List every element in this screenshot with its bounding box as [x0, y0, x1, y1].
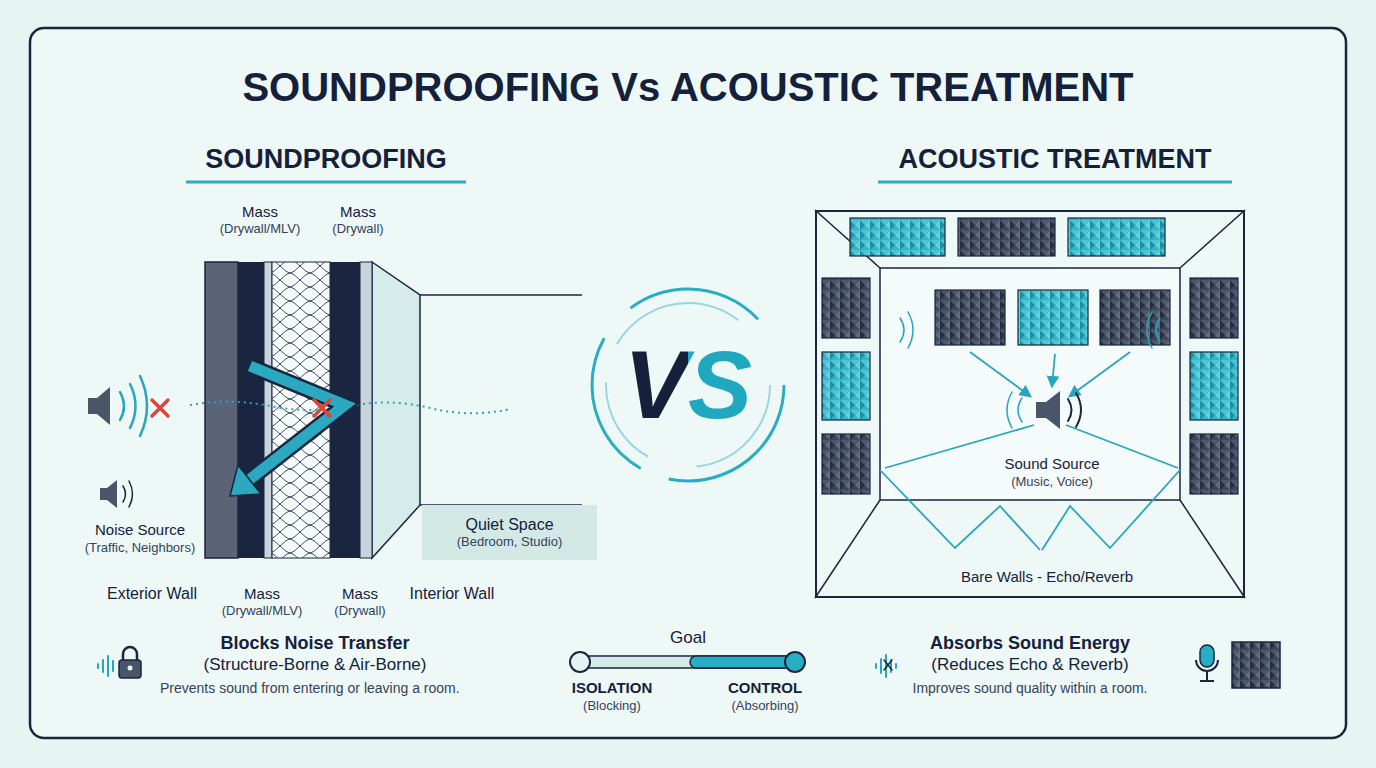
source-label: Noise Source: [95, 521, 185, 538]
reflect-arrow: [230, 366, 345, 496]
foam-panel: [935, 290, 1005, 345]
block-mark: [152, 400, 330, 416]
goal-label: Goal: [670, 628, 706, 648]
vs-ring: [592, 289, 784, 481]
title: SOUNDPROOFING Vs ACOUSTIC TREATMENT: [0, 64, 1376, 110]
layer-note: (Drywall): [332, 222, 383, 237]
summary-heading: Blocks Noise Transfer: [220, 633, 409, 654]
waveform-icon: [876, 655, 896, 677]
room-speaker: [900, 312, 1160, 429]
foam-panel: [822, 352, 870, 420]
speaker-icon: [88, 387, 117, 508]
summary-text: Improves sound quality within a room.: [913, 680, 1148, 696]
waveform-icon: [98, 656, 113, 676]
foam-panel: [850, 218, 945, 256]
scale-label: ISOLATION: [572, 679, 653, 696]
room-caption: Bare Walls - Echo/Reverb: [961, 568, 1133, 586]
section-heading: ACOUSTIC TREATMENT: [899, 144, 1212, 175]
scale-note: (Blocking): [583, 699, 641, 714]
underline: [878, 181, 1232, 184]
foam-panel: [1190, 434, 1238, 494]
foam-panel: [822, 434, 870, 494]
sound-waves: [120, 376, 147, 507]
summary-note: (Reduces Echo & Reverb): [931, 655, 1128, 675]
space-note: (Bedroom, Studio): [457, 534, 563, 550]
foam-panel: [822, 278, 870, 338]
summary-heading: Absorbs Sound Energy: [930, 633, 1130, 654]
summary-note: (Structure-Borne & Air-Borne): [204, 655, 427, 675]
room: [815, 210, 1245, 598]
room-box: Sound Source(Music, Voice) Bare Walls - E…: [815, 210, 1245, 598]
source-label: Sound Source: [1004, 455, 1099, 473]
foam-panel: [1190, 278, 1238, 338]
foam-panels: [822, 218, 1238, 494]
foam-panel: [1018, 290, 1088, 345]
foam-panel: [1068, 218, 1165, 256]
frame: [30, 28, 1346, 738]
scale-note: (Absorbing): [731, 699, 798, 714]
source-note: (Traffic, Neighbors): [85, 541, 196, 556]
layer-note: (Drywall/MLV): [222, 604, 303, 619]
section-heading: SOUNDPROOFING: [205, 144, 447, 175]
goal-slider: [570, 652, 805, 672]
source-note: (Music, Voice): [1011, 474, 1093, 490]
foam-panel: [1190, 352, 1238, 420]
foam-panel: [958, 218, 1055, 256]
layer-label: Mass: [244, 585, 280, 602]
reflection-lines: [880, 352, 1180, 550]
foam-icon: [1232, 642, 1280, 688]
space-label: Quiet Space: [465, 515, 553, 534]
layer-label: Mass: [342, 585, 378, 602]
foam-panel: [1100, 290, 1170, 345]
lock-icon: [119, 647, 141, 678]
layer-label: Mass: [340, 203, 376, 220]
wall-label: Exterior Wall: [107, 585, 197, 603]
underline: [186, 181, 466, 184]
layer-note: (Drywall): [334, 604, 385, 619]
vs-mark: VS: [614, 330, 762, 440]
quiet-space-box: Quiet Space(Bedroom, Studio): [422, 505, 597, 560]
mic-icon: [1196, 645, 1218, 681]
layer-note: (Drywall/MLV): [220, 222, 301, 237]
layer-label: Mass: [242, 203, 278, 220]
summary-text: Prevents sound from entering or leaving …: [160, 680, 460, 696]
scale-label: CONTROL: [728, 679, 802, 696]
wall-label: Interior Wall: [410, 585, 495, 603]
